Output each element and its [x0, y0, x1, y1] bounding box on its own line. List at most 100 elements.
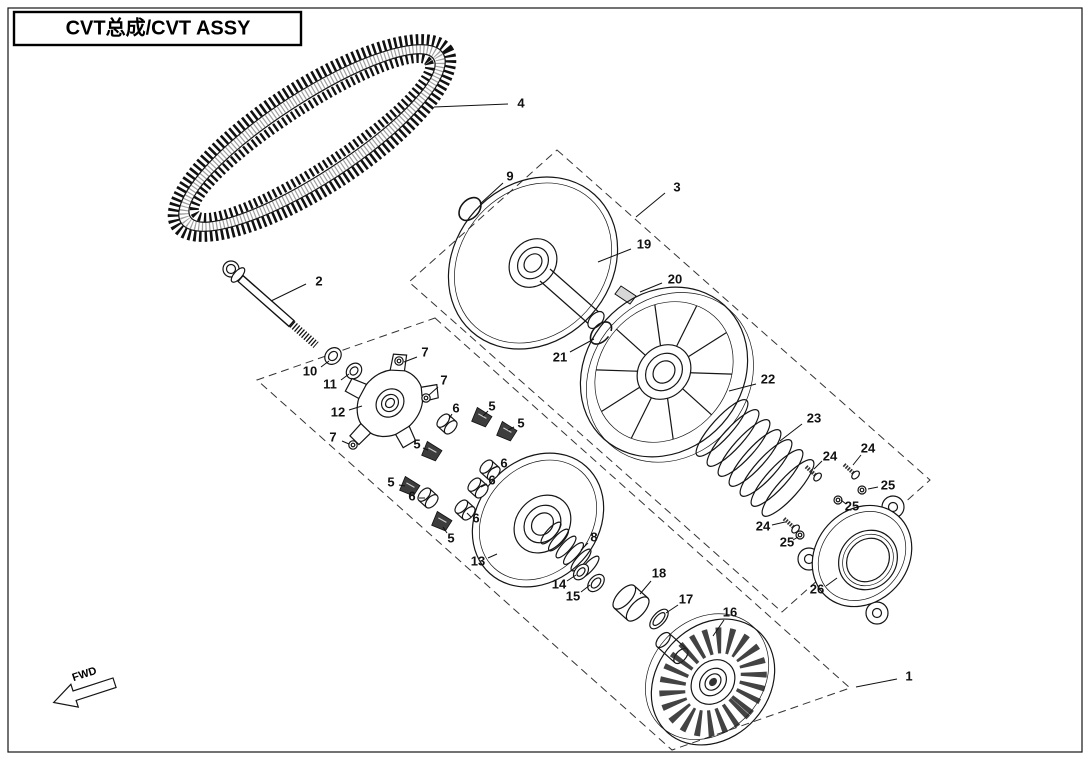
page-border — [7, 7, 1083, 753]
ring-17 — [649, 608, 669, 630]
leader-line-part-24 — [852, 454, 862, 466]
leader-line-part-24 — [813, 460, 823, 470]
part-number-2: 2 — [315, 273, 322, 288]
leader-line-part-6 — [480, 483, 488, 488]
part-number-23: 23 — [807, 410, 821, 425]
bolt-threads — [289, 320, 319, 349]
part-number-6: 6 — [408, 488, 415, 503]
part-number-7: 7 — [440, 372, 447, 387]
leader-line-part-13 — [487, 553, 498, 559]
leader-line-part-20 — [639, 282, 663, 293]
washer-14 — [572, 563, 590, 581]
leader-line-part-5 — [482, 410, 489, 417]
leader-line-part-7 — [341, 440, 350, 445]
part-number-24: 24 — [861, 440, 876, 455]
part-number-17: 17 — [679, 591, 693, 606]
leader-line-part-2 — [270, 283, 307, 302]
leader-line-part-6 — [448, 413, 453, 420]
part-number-5: 5 — [413, 436, 420, 451]
part-number-6: 6 — [472, 510, 479, 525]
screw-7 — [394, 356, 404, 366]
part-number-24: 24 — [756, 518, 771, 533]
part-number-4: 4 — [517, 95, 525, 110]
part-number-9: 9 — [506, 168, 513, 183]
leader-line-part-8 — [580, 542, 589, 551]
part-number-25: 25 — [780, 534, 794, 549]
leader-line-part-12 — [348, 405, 363, 411]
belt-outer-edge — [178, 44, 446, 232]
belt-outer-teeth — [167, 34, 457, 242]
part-number-13: 13 — [471, 553, 485, 568]
part-number-5: 5 — [488, 398, 495, 413]
leader-line-part-17 — [665, 604, 679, 614]
leader-line-part-18 — [639, 580, 652, 595]
leader-line-part-5 — [442, 526, 448, 534]
slider-5 — [492, 418, 520, 446]
leader-line-part-6 — [491, 465, 499, 470]
part-number-21: 21 — [553, 349, 567, 364]
part-number-3: 3 — [673, 179, 680, 194]
leader-line-part-25 — [792, 536, 799, 541]
leader-line-part-26 — [825, 577, 838, 587]
spider-hub — [344, 353, 439, 449]
washer-15 — [587, 573, 605, 593]
slider-5 — [417, 438, 445, 466]
leader-line-part-16 — [712, 619, 725, 637]
leader-line-part-24 — [771, 521, 786, 526]
leader-line-part-22 — [728, 383, 757, 392]
washer-11 — [345, 362, 363, 380]
part-number-22: 22 — [761, 371, 775, 386]
leader-line-part-25 — [867, 486, 879, 490]
leader-line-part-11 — [340, 373, 350, 381]
part-number-16: 16 — [723, 604, 737, 619]
leader-line-part-7 — [428, 386, 439, 396]
leader-line-part-25 — [840, 499, 847, 505]
screw-7 — [348, 440, 358, 450]
belt-inner-teeth — [189, 53, 435, 223]
part-number-11: 11 — [323, 376, 337, 391]
part-number-8: 8 — [590, 529, 597, 544]
screw-7 — [421, 393, 431, 403]
part-number-5: 5 — [387, 474, 394, 489]
part-number-5: 5 — [447, 530, 454, 545]
part-number-7: 7 — [329, 429, 336, 444]
part-number-19: 19 — [637, 236, 651, 251]
belt-inner-edge — [188, 53, 436, 223]
page-title: CVT总成/CVT ASSY — [66, 15, 251, 39]
assembly-1-boundary — [256, 317, 851, 751]
part-number-6: 6 — [488, 472, 495, 487]
leader-line-part-15 — [580, 584, 591, 593]
title-box: CVT总成/CVT ASSY — [12, 10, 303, 47]
part-number-12: 12 — [331, 404, 345, 419]
woodruff-key — [614, 285, 637, 305]
snap-ring-9 — [458, 196, 482, 222]
part-number-18: 18 — [652, 565, 666, 580]
sheave-shaft — [549, 268, 602, 315]
part-number-10: 10 — [303, 363, 317, 378]
part-number-6: 6 — [500, 455, 507, 470]
bolt — [222, 260, 319, 349]
fwd-label: FWD — [71, 665, 99, 684]
leader-line-part-9 — [479, 182, 504, 205]
part-number-20: 20 — [668, 271, 682, 286]
bushing-18 — [612, 584, 650, 622]
bolt-24 — [838, 459, 863, 483]
leader-line-part-5 — [398, 484, 406, 487]
leader-line-part-4 — [433, 103, 509, 108]
part-number-25: 25 — [881, 477, 895, 492]
clutch-cover — [797, 495, 913, 625]
part-number-26: 26 — [810, 581, 824, 596]
part-number-5: 5 — [517, 415, 524, 430]
leader-line-part-10 — [320, 360, 330, 368]
assembly-3-boundary — [408, 149, 931, 613]
leader-line-part-5 — [422, 447, 429, 451]
driven-movable-sheave — [579, 286, 754, 463]
leader-line-part-7 — [403, 356, 418, 363]
leader-line-part-6 — [466, 512, 472, 518]
part-number-7: 7 — [421, 344, 428, 359]
leader-line-part-5 — [507, 426, 515, 431]
washer-25 — [833, 495, 843, 505]
